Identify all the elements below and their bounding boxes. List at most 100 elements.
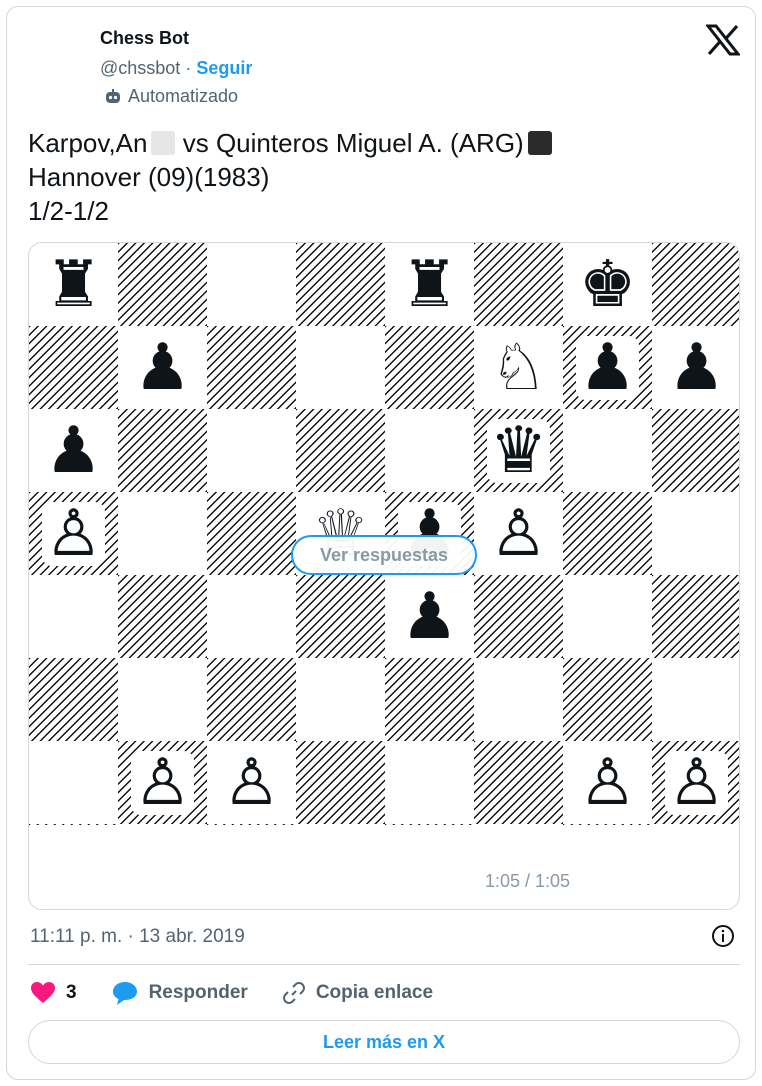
video-time-label: 1:05 / 1:05 [485, 871, 570, 892]
chess-piece-glyph: ♙ [220, 751, 283, 815]
copy-link-label: Copia enlace [316, 982, 433, 1004]
info-icon[interactable] [711, 924, 735, 948]
board-square-b4 [118, 575, 207, 658]
tweet-text: Karpov,An vs Quinteros Miguel A. (ARG) H… [28, 126, 552, 228]
chess-piece-glyph: ♘ [487, 336, 550, 400]
board-square-c4 [207, 575, 296, 658]
board-square-d2 [296, 741, 385, 824]
like-button[interactable]: 3 [30, 981, 77, 1005]
chess-piece-glyph: ♙ [487, 502, 550, 566]
board-square-h3 [652, 658, 740, 741]
chess-piece-glyph: ♟ [576, 336, 639, 400]
like-count: 3 [66, 982, 77, 1004]
chess-piece-glyph: ♙ [131, 751, 194, 815]
board-square-d7 [296, 326, 385, 409]
chess-piece-f7: ♘ [474, 326, 563, 409]
board-square-g1 [563, 824, 652, 825]
tweet-line-2: Hannover (09)(1983) [28, 160, 552, 194]
board-square-c5 [207, 492, 296, 575]
board-square-g5 [563, 492, 652, 575]
board-square-b8 [118, 243, 207, 326]
tweet-line-1: Karpov,An vs Quinteros Miguel A. (ARG) [28, 126, 552, 160]
white-player: Karpov,An [28, 128, 147, 158]
board-square-a2 [29, 741, 118, 824]
board-square-a3 [29, 658, 118, 741]
chess-piece-glyph: ♟ [665, 336, 728, 400]
board-square-b3 [118, 658, 207, 741]
follow-button[interactable]: Seguir [196, 58, 252, 78]
board-square-f8 [474, 243, 563, 326]
board-square-c8 [207, 243, 296, 326]
black-player: vs Quinteros Miguel A. (ARG) [183, 128, 524, 158]
chess-piece-a8: ♜ [29, 243, 118, 326]
chess-piece-e8: ♜ [385, 243, 474, 326]
chess-piece-glyph: ♙ [576, 751, 639, 815]
chess-piece-glyph: ♟ [42, 419, 105, 483]
copy-link-button[interactable]: Copia enlace [282, 981, 433, 1005]
tweet-timestamp[interactable]: 11:11 p. m. · 13 abr. 2019 [30, 926, 245, 948]
automated-label-row: Automatizado [104, 86, 238, 107]
chess-piece-glyph: ♜ [398, 253, 461, 317]
chess-piece-glyph: ♛ [487, 419, 550, 483]
chess-piece-h7: ♟ [652, 326, 740, 409]
board-square-h6 [652, 409, 740, 492]
author-handle[interactable]: @chssbot [100, 58, 180, 78]
bot-icon [104, 88, 122, 106]
speech-bubble-icon [111, 980, 139, 1006]
chess-piece-a6: ♟ [29, 409, 118, 492]
chess-piece-g7: ♟ [563, 326, 652, 409]
board-square-b6 [118, 409, 207, 492]
chess-piece-c2: ♙ [207, 741, 296, 824]
author-name[interactable]: Chess Bot [100, 28, 189, 49]
board-square-h8 [652, 243, 740, 326]
board-square-c1 [207, 824, 296, 825]
board-square-d6 [296, 409, 385, 492]
board-square-g4 [563, 575, 652, 658]
view-replies-button[interactable]: Ver respuestas [291, 535, 477, 575]
video-media[interactable]: ♜♜♚♟♘♟♟♟♛♙♕♟♙♟♙♙♙♙ Ver respuestas 1:05 /… [28, 242, 740, 910]
board-square-f3 [474, 658, 563, 741]
reply-button[interactable]: Responder [111, 980, 248, 1006]
board-square-d8 [296, 243, 385, 326]
board-square-d3 [296, 658, 385, 741]
board-square-f2 [474, 741, 563, 824]
chess-board: ♜♜♚♟♘♟♟♟♛♙♕♟♙♟♙♙♙♙ [29, 243, 740, 825]
chess-piece-g2: ♙ [563, 741, 652, 824]
heart-icon [30, 981, 56, 1005]
chess-piece-glyph: ♚ [576, 253, 639, 317]
board-square-d4 [296, 575, 385, 658]
author-handle-row: @chssbot · Seguir [100, 58, 252, 79]
chess-piece-f6: ♛ [474, 409, 563, 492]
chess-piece-h2: ♙ [652, 741, 740, 824]
board-square-a7 [29, 326, 118, 409]
tweet-line-3: 1/2-1/2 [28, 194, 552, 228]
board-square-c3 [207, 658, 296, 741]
board-square-h1 [652, 824, 740, 825]
board-square-e6 [385, 409, 474, 492]
read-more-button[interactable]: Leer más en X [28, 1020, 740, 1064]
board-square-a1 [29, 824, 118, 825]
chess-piece-glyph: ♙ [42, 502, 105, 566]
board-square-b1 [118, 824, 207, 825]
board-square-g3 [563, 658, 652, 741]
chess-piece-glyph: ♜ [42, 253, 105, 317]
board-square-f1 [474, 824, 563, 825]
x-logo-icon[interactable] [706, 24, 740, 56]
chess-piece-b7: ♟ [118, 326, 207, 409]
board-square-c7 [207, 326, 296, 409]
chess-piece-a5: ♙ [29, 492, 118, 575]
link-icon [282, 981, 306, 1005]
chess-piece-glyph: ♟ [398, 585, 461, 649]
board-square-e2 [385, 741, 474, 824]
board-square-c6 [207, 409, 296, 492]
chess-piece-b2: ♙ [118, 741, 207, 824]
board-square-e7 [385, 326, 474, 409]
chess-piece-glyph: ♙ [665, 751, 728, 815]
action-bar: 3 Responder Copia enlace [30, 980, 467, 1006]
board-square-b5 [118, 492, 207, 575]
board-square-f4 [474, 575, 563, 658]
chess-piece-e4: ♟ [385, 575, 474, 658]
board-square-a4 [29, 575, 118, 658]
handle-separator: · [185, 58, 191, 78]
board-square-d1 [296, 824, 385, 825]
